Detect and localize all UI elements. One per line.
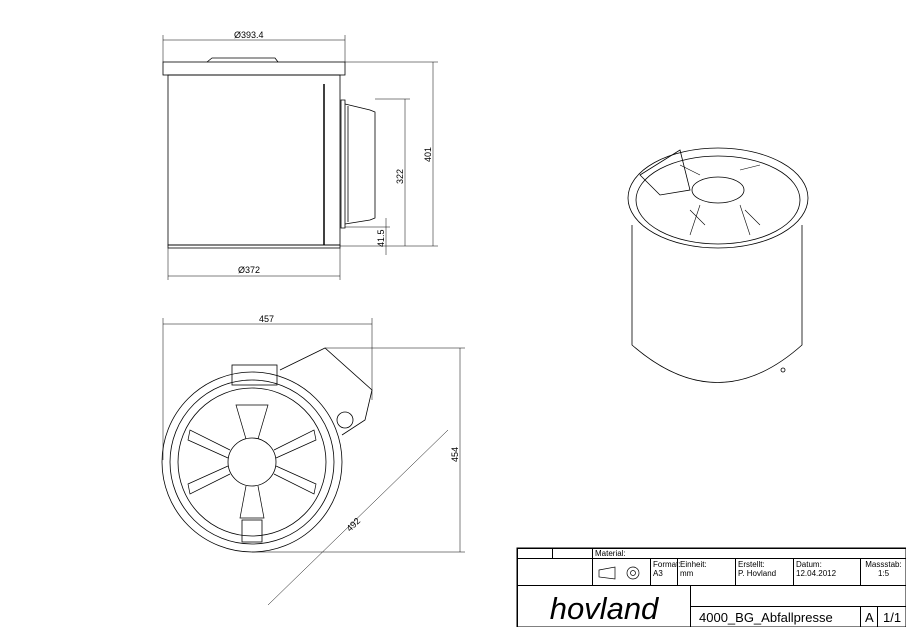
front-view: [162, 35, 438, 280]
date-label: Datum:: [796, 560, 822, 569]
created-cell: Erstellt:P. Hovland: [735, 558, 793, 585]
projection-symbol-icon: [592, 558, 650, 585]
revision: A: [860, 606, 877, 627]
dim-width: 457: [259, 314, 274, 324]
created-label: Erstellt:: [738, 560, 765, 569]
dim-diagonal: 492: [344, 516, 362, 534]
date-value: 12.04.2012: [796, 569, 837, 578]
dim-door-height: 322: [395, 169, 405, 184]
isometric-view: [627, 147, 809, 383]
date-cell: Datum:12.04.2012: [793, 558, 860, 585]
format-value: A3: [653, 569, 663, 578]
unit-label: Einheit:: [680, 560, 707, 569]
format-cell: Format:A3: [650, 558, 681, 585]
tb-cell: [690, 585, 906, 606]
scale-value: 1:5: [877, 569, 890, 578]
tb-cell: [517, 548, 552, 558]
tb-cell: [517, 558, 592, 585]
drawing-name: 4000_BG_Abfallpresse: [690, 606, 860, 627]
dim-depth: 454: [450, 447, 460, 462]
top-view: [161, 318, 465, 606]
format-label: Format:: [653, 560, 681, 569]
created-value: P. Hovland: [738, 569, 777, 578]
scale-label: Massstab:: [865, 560, 902, 569]
dim-door-offset: 41.5: [376, 229, 386, 247]
tb-cell: [552, 548, 592, 558]
sheet-number: 1/1: [877, 606, 906, 627]
scale-cell: Massstab:1:5: [860, 558, 906, 585]
unit-cell: Einheit:mm: [677, 558, 735, 585]
unit-value: mm: [680, 569, 694, 578]
dim-top-diameter: Ø393.4: [234, 30, 264, 40]
company-logo: hovland: [517, 585, 690, 627]
dim-height-total: 401: [423, 147, 433, 162]
material-label: Material:: [592, 548, 906, 558]
dim-bottom-diameter: Ø372: [238, 265, 260, 275]
